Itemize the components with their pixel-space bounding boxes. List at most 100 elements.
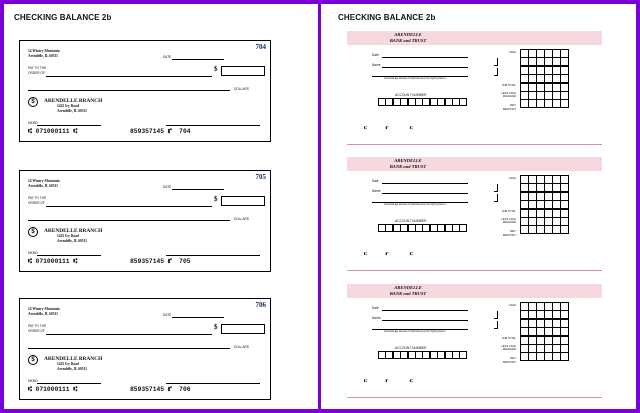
check-bracket	[494, 321, 498, 329]
amount-grid[interactable]	[520, 302, 569, 362]
account-number-boxes[interactable]	[378, 224, 468, 232]
owner-address: 14 Wintry Mountain Arendelle, IL 60511	[28, 49, 60, 58]
signature-line[interactable]	[372, 329, 468, 330]
deposit-slip: ARENDELLE BANK and TRUST Date Name Ackno…	[347, 31, 602, 145]
name-line[interactable]	[382, 193, 468, 194]
check-number: 705	[255, 173, 267, 181]
bank-name: ARENDELLE BANK and TRUST	[389, 32, 427, 43]
dollars-label: DOLLARS	[234, 345, 249, 349]
signature-line[interactable]	[372, 76, 468, 77]
memo-label: MEMO	[28, 379, 38, 383]
panel-title: CHECKING BALANCE 2b	[338, 13, 436, 22]
ack-label: Acknowledge Receipt of Cash Received by …	[384, 77, 446, 80]
micr-line: ⑆ ⑈ ⑆	[364, 379, 413, 384]
account-number-label: ACCOUNT NUMBER	[395, 219, 427, 223]
date-line[interactable]	[382, 57, 468, 58]
micr-line: ⑆ ⑈ ⑆	[364, 252, 413, 257]
written-amount-line[interactable]	[28, 348, 230, 349]
dollar-sign: $	[214, 323, 218, 331]
signature-line[interactable]	[166, 125, 260, 126]
date-label: Date	[372, 179, 379, 183]
slip-bottom-rule	[347, 397, 602, 398]
ack-label: Acknowledge Receipt of Cash Received by …	[384, 203, 446, 206]
signature-line[interactable]	[166, 383, 260, 384]
signature-line[interactable]	[166, 255, 260, 256]
bank-name: ARENDELLE BANK and TRUST	[389, 285, 427, 296]
amount-box[interactable]	[221, 66, 265, 76]
dollar-sign: $	[214, 65, 218, 73]
net-deposit-label: NET DEPOSIT	[502, 229, 516, 237]
net-deposit-label: NET DEPOSIT	[502, 103, 516, 111]
account-number-boxes[interactable]	[378, 98, 468, 106]
bank-logo-icon: $	[28, 227, 38, 237]
amount-grid[interactable]	[520, 49, 569, 109]
account-number-boxes[interactable]	[378, 351, 468, 359]
check: 705 14 Wintry Mountain Arendelle, IL 605…	[19, 170, 271, 272]
pay-to-label: PAY TO THE ORDER OF	[28, 324, 47, 333]
pay-to-label: PAY TO THE ORDER OF	[28, 196, 47, 205]
checks-panel: CHECKING BALANCE 2b 704 14 Wintry Mounta…	[4, 4, 318, 409]
dollars-label: DOLLARS	[234, 87, 249, 91]
date-line[interactable]	[172, 189, 224, 190]
header-band	[347, 31, 602, 45]
check-bracket	[494, 58, 498, 66]
account-number-label: ACCOUNT NUMBER	[395, 93, 427, 97]
subtotal-label: SUB TOTAL	[501, 337, 516, 340]
cash-label: CASH	[508, 177, 516, 180]
bank-name: ARENDELLE BANK and TRUST	[389, 158, 427, 169]
check-bracket	[494, 194, 498, 202]
bank-address: 1425 Icy Road Arendelle, IL 60511	[57, 104, 87, 113]
date-label: DATE	[163, 313, 172, 317]
less-cash-label: LESS CASH RECEIVED	[501, 92, 516, 98]
memo-label: MEMO	[28, 251, 38, 255]
date-line[interactable]	[382, 310, 468, 311]
memo-line[interactable]	[37, 255, 101, 256]
check-bracket	[494, 68, 498, 76]
less-cash-label: LESS CASH RECEIVED	[501, 218, 516, 224]
check: 706 14 Wintry Mountain Arendelle, IL 605…	[19, 298, 271, 400]
deposit-slips-panel: CHECKING BALANCE 2b ARENDELLE BANK and T…	[321, 4, 636, 409]
dollars-label: DOLLARS	[234, 217, 249, 221]
payee-line[interactable]	[46, 76, 212, 77]
memo-line[interactable]	[37, 125, 101, 126]
less-cash-label: LESS CASH RECEIVED	[501, 345, 516, 351]
memo-line[interactable]	[37, 383, 101, 384]
written-amount-line[interactable]	[28, 220, 230, 221]
owner-address: 14 Wintry Mountain Arendelle, IL 60511	[28, 307, 60, 316]
name-label: Name	[372, 189, 381, 193]
name-line[interactable]	[382, 320, 468, 321]
bank-address: 1425 Icy Road Arendelle, IL 60511	[57, 362, 87, 371]
header-band	[347, 157, 602, 171]
deposit-slip: ARENDELLE BANK and TRUST Date Name Ackno…	[347, 157, 602, 271]
written-amount-line[interactable]	[28, 90, 230, 91]
name-label: Name	[372, 63, 381, 67]
check-bracket	[494, 184, 498, 192]
amount-box[interactable]	[221, 324, 265, 334]
subtotal-label: SUB TOTAL	[501, 84, 516, 87]
bank-name: ARENDELLE BRANCH	[44, 356, 103, 362]
amount-box[interactable]	[221, 196, 265, 206]
payee-line[interactable]	[46, 206, 212, 207]
date-line[interactable]	[172, 59, 224, 60]
signature-line[interactable]	[372, 202, 468, 203]
ack-label: Acknowledge Receipt of Cash Received by …	[384, 330, 446, 333]
slip-bottom-rule	[347, 270, 602, 271]
owner-address: 14 Wintry Mountain Arendelle, IL 60511	[28, 179, 60, 188]
date-label: DATE	[163, 55, 172, 59]
micr-line: ⑆ 071000111 ⑆ 859357145 ⑈ 704	[28, 128, 191, 135]
name-line[interactable]	[382, 67, 468, 68]
date-line[interactable]	[382, 183, 468, 184]
amount-grid[interactable]	[520, 175, 569, 235]
cash-label: CASH	[508, 304, 516, 307]
date-label: DATE	[163, 185, 172, 189]
date-line[interactable]	[172, 317, 224, 318]
pay-to-label: PAY TO THE ORDER OF	[28, 66, 47, 75]
account-number-label: ACCOUNT NUMBER	[395, 346, 427, 350]
slip-bottom-rule	[347, 144, 602, 145]
check-number: 706	[255, 301, 267, 309]
payee-line[interactable]	[46, 334, 212, 335]
date-label: Date	[372, 53, 379, 57]
bank-logo-icon: $	[28, 355, 38, 365]
micr-line: ⑆ 071000111 ⑆ 859357145 ⑈ 706	[28, 386, 191, 393]
panel-title: CHECKING BALANCE 2b	[14, 13, 112, 22]
